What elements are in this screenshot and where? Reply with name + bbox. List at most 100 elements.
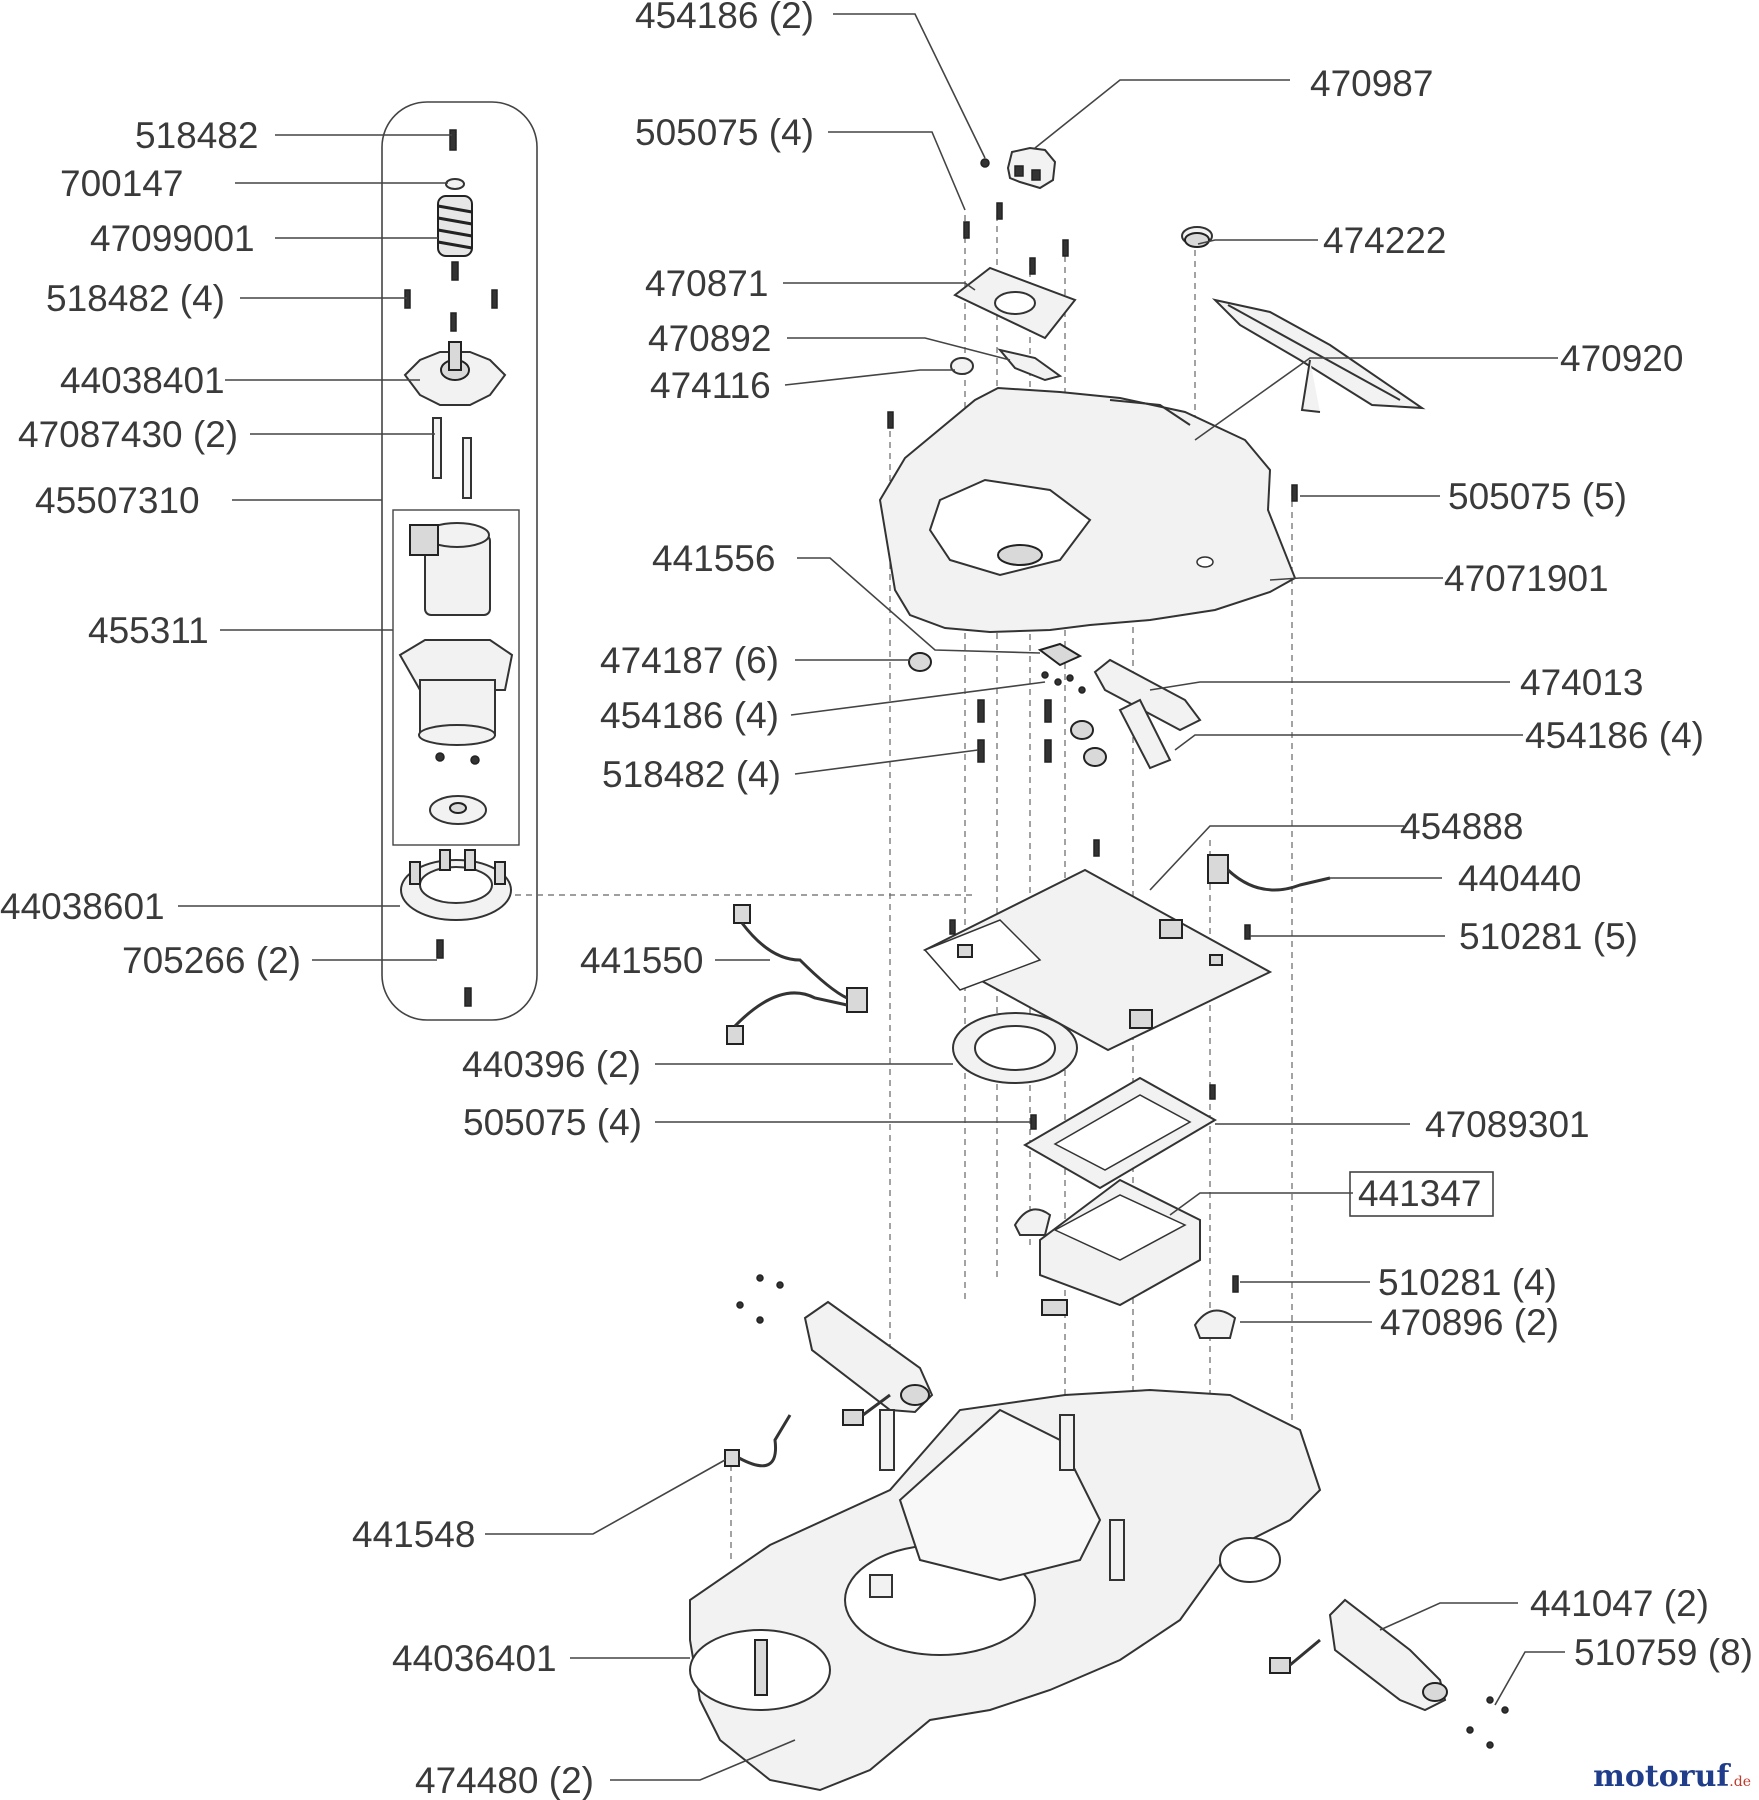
label-518482-4b: 518482 (4)	[602, 754, 781, 795]
latch-470987	[1006, 146, 1057, 190]
bracket-474013	[1093, 658, 1202, 770]
label-47099001: 47099001	[90, 218, 255, 259]
label-470892: 470892	[648, 318, 771, 359]
gasket-440396	[952, 1012, 1078, 1084]
screw-518482-c1	[977, 699, 985, 723]
label-505075-5: 505075 (5)	[1448, 476, 1627, 517]
screw-shaft	[451, 261, 459, 281]
flange-44038401	[403, 341, 507, 406]
cutting-motor-assembly	[381, 101, 975, 1021]
label-705266-2: 705266 (2)	[122, 940, 301, 981]
pcb-454888	[922, 868, 1273, 1052]
label-440440: 440440	[1458, 858, 1581, 899]
motor-base-44038601	[400, 849, 512, 921]
label-455311: 455311	[88, 610, 209, 651]
clip-470896-b	[1193, 1309, 1237, 1339]
label-454186-4b: 454186 (4)	[1525, 715, 1704, 756]
label-510281-4: 510281 (4)	[1378, 1262, 1557, 1303]
motor-disc-hub	[449, 802, 467, 814]
screw-705266-a	[436, 939, 444, 959]
label-474187-6: 474187 (6)	[600, 640, 779, 681]
assembly-outline	[381, 101, 538, 1021]
label-510759-8: 510759 (8)	[1574, 1632, 1753, 1673]
label-700147: 700147	[60, 163, 183, 204]
label-44038401: 44038401	[60, 360, 225, 401]
top-screws	[887, 158, 1298, 502]
flap-470920	[1211, 298, 1426, 413]
screw-510281-b	[1244, 924, 1251, 940]
grommet-474187-a	[908, 652, 932, 672]
screw-small-b	[470, 755, 480, 765]
label-441347: 441347	[1358, 1173, 1481, 1214]
label-44036401: 44036401	[392, 1638, 557, 1679]
leader-lines	[178, 13, 1565, 1781]
watermark: motoruf.de	[1593, 1759, 1751, 1794]
screw-pcb-a	[1093, 839, 1100, 857]
watermark-suffix: .de	[1729, 1774, 1751, 1790]
screw-small-a	[435, 752, 445, 762]
grommet-474187-c	[1083, 747, 1107, 767]
motor-455311	[409, 522, 491, 616]
screw-518482-4a	[404, 289, 411, 309]
spring-47099001	[437, 195, 473, 257]
label-44038601: 44038601	[0, 886, 165, 927]
label-440396-2: 440396 (2)	[462, 1044, 641, 1085]
screw-518482-4b	[491, 289, 498, 309]
label-505075-4: 505075 (4)	[635, 112, 814, 153]
label-505075-4b: 505075 (4)	[463, 1102, 642, 1143]
chassis-44036401	[689, 1388, 1322, 1792]
screw-510281-a	[949, 919, 956, 935]
label-470920: 470920	[1560, 338, 1683, 379]
knob-474222	[1181, 226, 1213, 248]
cable-440440	[1207, 854, 1331, 892]
label-441556: 441556	[652, 538, 775, 579]
label-47089301: 47089301	[1425, 1104, 1590, 1145]
label-470896-2: 470896 (2)	[1380, 1302, 1559, 1343]
clip-470896-a	[1013, 1208, 1052, 1236]
label-47087430-2: 47087430 (2)	[18, 414, 238, 455]
label-45507310: 45507310	[35, 480, 200, 521]
label-470987: 470987	[1310, 63, 1433, 104]
label-470871: 470871	[645, 263, 768, 304]
label-441047-2: 441047 (2)	[1530, 1583, 1709, 1624]
label-454186-4a: 454186 (4)	[600, 695, 779, 736]
label-454888: 454888	[1400, 806, 1523, 847]
label-441347-box	[1349, 1171, 1494, 1217]
drive-motor-left	[736, 1274, 934, 1426]
label-47071901: 47071901	[1444, 558, 1609, 599]
drive-motor-right	[1269, 1598, 1509, 1749]
label-441550: 441550	[580, 940, 703, 981]
screw-705266-b	[464, 987, 472, 1007]
cable-441548	[724, 1414, 792, 1468]
label-510281-5: 510281 (5)	[1459, 916, 1638, 957]
motor-housing	[398, 639, 514, 746]
label-518482-4: 518482 (4)	[46, 278, 225, 319]
screw-510281-c	[1232, 1275, 1239, 1293]
screw-518482-c4	[1044, 739, 1052, 763]
screw-505075-d	[1209, 1084, 1216, 1100]
screw-518482-c3	[1044, 699, 1052, 723]
label-474013: 474013	[1520, 662, 1643, 703]
plug-474116	[950, 357, 974, 375]
watermark-brand: motoruf	[1593, 1759, 1730, 1794]
plate-470871	[953, 266, 1077, 340]
battery-441347	[1039, 1178, 1201, 1316]
screw-518482-c2	[977, 739, 985, 763]
pin-47087430-a	[432, 417, 442, 479]
label-474480-2: 474480 (2)	[415, 1760, 594, 1800]
gasket-470892	[997, 348, 1063, 382]
pin-47087430-b	[462, 437, 472, 499]
washer-700147	[445, 178, 465, 190]
screw-505075-c	[1030, 1114, 1037, 1130]
label-474222: 474222	[1323, 220, 1446, 261]
motor-subassembly-box	[392, 509, 520, 846]
screw-518482-top	[449, 129, 457, 151]
label-474116: 474116	[650, 365, 771, 406]
screw-518482-4c	[450, 312, 457, 332]
label-441548: 441548	[352, 1514, 475, 1555]
sensor-441556	[1037, 642, 1086, 694]
harness-441550	[726, 904, 868, 1045]
grommet-474187-b	[1070, 720, 1094, 740]
